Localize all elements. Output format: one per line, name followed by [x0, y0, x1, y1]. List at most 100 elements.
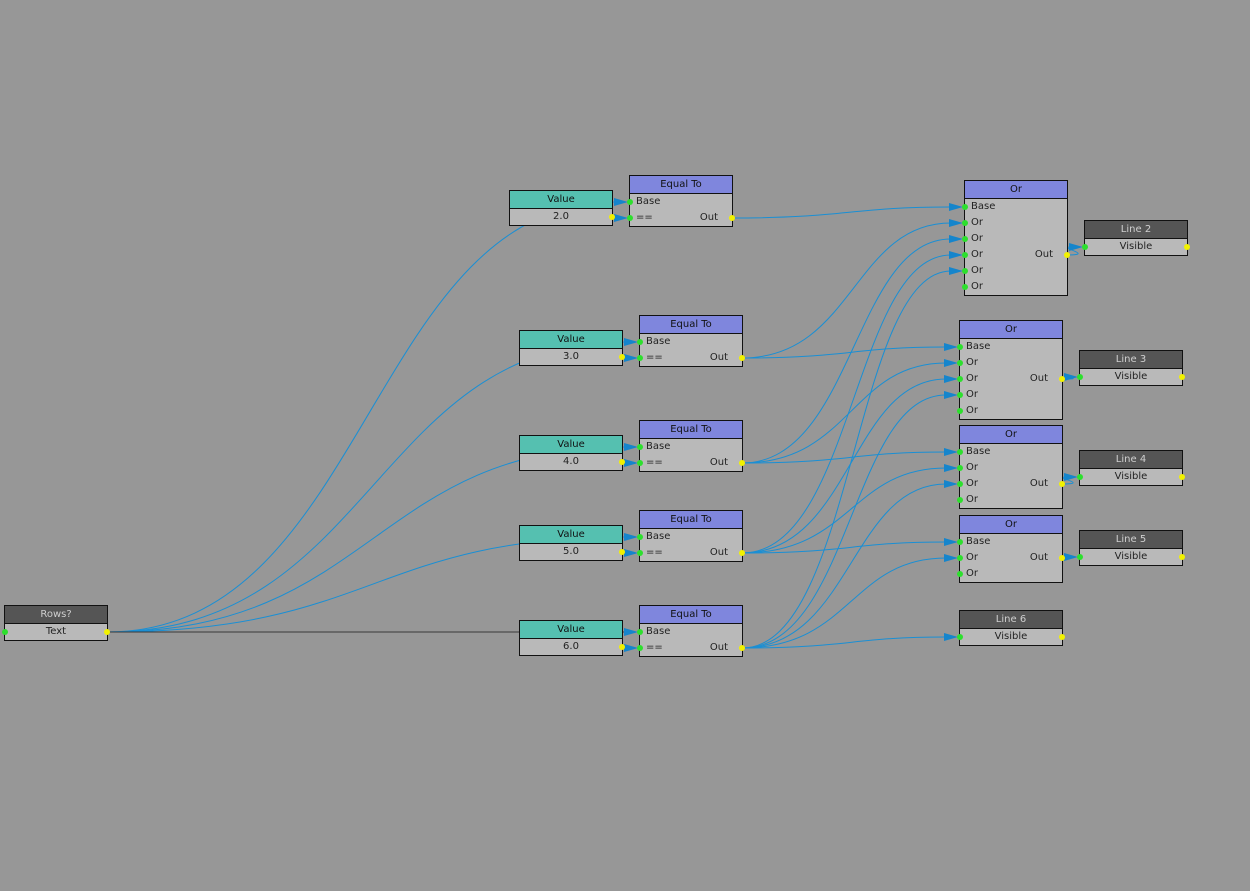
- input-port-icon[interactable]: [962, 268, 968, 274]
- output-port-icon[interactable]: [739, 645, 745, 651]
- input-port-icon[interactable]: [957, 360, 963, 366]
- connection-wire[interactable]: [741, 541, 947, 554]
- node-title[interactable]: Line 6: [960, 611, 1062, 629]
- output-port-icon[interactable]: [739, 355, 745, 361]
- input-port-icon[interactable]: [957, 555, 963, 561]
- input-port-icon[interactable]: [962, 204, 968, 210]
- connection-wire[interactable]: [741, 636, 947, 649]
- node-title[interactable]: Equal To: [640, 606, 742, 624]
- output-port-icon[interactable]: [619, 459, 625, 465]
- input-port-icon[interactable]: [962, 284, 968, 290]
- input-port-icon[interactable]: [957, 539, 963, 545]
- connection-wire[interactable]: [741, 222, 952, 359]
- input-port-icon[interactable]: [957, 392, 963, 398]
- output-port-icon[interactable]: [1059, 555, 1065, 561]
- node-title[interactable]: Value: [520, 331, 622, 349]
- output-port-icon[interactable]: [1184, 244, 1190, 250]
- connection-wire[interactable]: [741, 362, 947, 464]
- node-title[interactable]: Value: [520, 436, 622, 454]
- node-title[interactable]: Equal To: [640, 511, 742, 529]
- input-port-icon[interactable]: [1077, 374, 1083, 380]
- output-port-icon[interactable]: [619, 354, 625, 360]
- connection-wire[interactable]: [741, 270, 952, 649]
- output-port-icon[interactable]: [1059, 481, 1065, 487]
- node-title[interactable]: Line 5: [1080, 531, 1182, 549]
- node-title[interactable]: Equal To: [630, 176, 732, 194]
- node-title[interactable]: Line 2: [1085, 221, 1187, 239]
- input-port-icon[interactable]: [1077, 554, 1083, 560]
- connection-wire[interactable]: [741, 394, 947, 649]
- output-port-icon[interactable]: [1179, 374, 1185, 380]
- input-port-icon[interactable]: [2, 629, 8, 635]
- connection-wire[interactable]: [741, 483, 947, 649]
- input-port-icon[interactable]: [637, 444, 643, 450]
- input-port-icon[interactable]: [627, 215, 633, 221]
- output-port-icon[interactable]: [1179, 554, 1185, 560]
- input-port-icon[interactable]: [957, 465, 963, 471]
- input-port-icon[interactable]: [957, 481, 963, 487]
- node-title[interactable]: Value: [520, 526, 622, 544]
- output-port-icon[interactable]: [739, 460, 745, 466]
- output-port-icon[interactable]: [104, 629, 110, 635]
- input-port-icon[interactable]: [637, 645, 643, 651]
- input-port-icon[interactable]: [957, 497, 963, 503]
- input-port-icon[interactable]: [627, 199, 633, 205]
- input-port-icon[interactable]: [957, 344, 963, 350]
- connection-wire[interactable]: [741, 557, 947, 649]
- connection-wire[interactable]: [741, 378, 947, 554]
- node-title[interactable]: Line 3: [1080, 351, 1182, 369]
- connection-wire[interactable]: [106, 341, 627, 633]
- connection-wire[interactable]: [741, 346, 947, 359]
- connection-wire[interactable]: [741, 451, 947, 464]
- node-title[interactable]: Value: [510, 191, 612, 209]
- connection-wire[interactable]: [741, 254, 952, 554]
- input-port-icon[interactable]: [962, 220, 968, 226]
- node-title[interactable]: Line 4: [1080, 451, 1182, 469]
- node-title[interactable]: Or: [960, 516, 1062, 534]
- input-port-icon[interactable]: [957, 408, 963, 414]
- input-port-icon[interactable]: [957, 634, 963, 640]
- output-port-icon[interactable]: [1059, 634, 1065, 640]
- node-title[interactable]: Or: [965, 181, 1067, 199]
- input-port-icon[interactable]: [1077, 474, 1083, 480]
- input-port-icon[interactable]: [957, 571, 963, 577]
- input-port-icon[interactable]: [962, 252, 968, 258]
- output-port-icon[interactable]: [619, 644, 625, 650]
- node-title[interactable]: Or: [960, 426, 1062, 444]
- node-title[interactable]: Equal To: [640, 421, 742, 439]
- connection-wire[interactable]: [741, 238, 952, 464]
- node-title[interactable]: Equal To: [640, 316, 742, 334]
- input-port-icon[interactable]: [637, 629, 643, 635]
- output-port-icon[interactable]: [729, 215, 735, 221]
- input-port-icon[interactable]: [962, 236, 968, 242]
- output-port-icon[interactable]: [1064, 252, 1070, 258]
- input-port-icon[interactable]: [637, 534, 643, 540]
- input-port-icon[interactable]: [637, 550, 643, 556]
- input-port-icon[interactable]: [637, 355, 643, 361]
- input-port-icon[interactable]: [637, 339, 643, 345]
- input-port-icon[interactable]: [957, 376, 963, 382]
- node-title[interactable]: Rows?: [5, 606, 107, 624]
- output-port-icon[interactable]: [1179, 474, 1185, 480]
- input-port-icon[interactable]: [637, 460, 643, 466]
- output-port-icon[interactable]: [1059, 376, 1065, 382]
- node-title[interactable]: Or: [960, 321, 1062, 339]
- node-rows[interactable]: Rows?Text: [2, 605, 110, 641]
